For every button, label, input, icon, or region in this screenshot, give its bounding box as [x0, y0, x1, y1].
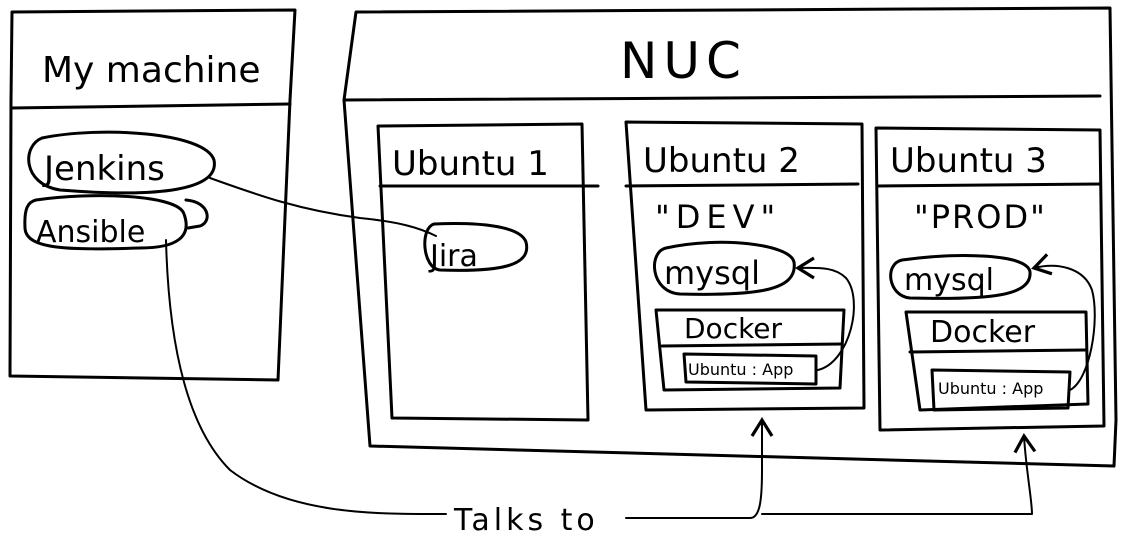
- vm-ubuntu-1: Ubuntu 1: [376, 122, 600, 422]
- ansible-node: Ansible: [23, 194, 209, 251]
- jenkins-node: Jenkins: [27, 130, 216, 195]
- talks-to-dev-arrow: [625, 416, 774, 519]
- vm-title-3: Ubuntu 3: [890, 141, 1047, 181]
- docker-label-dev: Docker: [684, 312, 783, 345]
- docker-label-prod: Docker: [930, 315, 1036, 350]
- dev-app-to-mysql-arrow: [794, 256, 855, 371]
- jenkins-label: Jenkins: [42, 149, 165, 189]
- container-box-prod: Ubuntu : App: [930, 368, 1072, 412]
- talks-to-label: Talks to: [453, 503, 599, 538]
- my-machine-title: My machine: [42, 50, 261, 91]
- container-label-dev: Ubuntu : App: [688, 360, 793, 379]
- vm-ubuntu-3: Ubuntu 3 "PROD": [874, 126, 1106, 432]
- docker-box-prod: Docker: [904, 310, 1090, 412]
- ansible-talks-to-line: [165, 239, 447, 516]
- ansible-label: Ansible: [36, 215, 145, 250]
- mysql-node-prod: mysql: [889, 254, 1032, 300]
- jenkins-to-jira-line: [209, 177, 437, 237]
- jira-label: Jira: [428, 239, 478, 274]
- talks-to-prod-arrow: [761, 432, 1037, 515]
- prod-app-to-mysql-arrow: [1031, 253, 1096, 391]
- jira-node: Jira: [423, 222, 529, 274]
- my-machine-box: My machine: [8, 8, 297, 382]
- nuc-title: NUC: [620, 32, 747, 90]
- vm-env-2: "DEV": [655, 198, 781, 236]
- docker-box-dev: Docker: [654, 308, 846, 392]
- vm-title-1: Ubuntu 1: [392, 144, 549, 184]
- vm-title-2: Ubuntu 2: [643, 141, 800, 181]
- container-box-dev: Ubuntu : App: [682, 352, 818, 386]
- vm-env-3: "PROD": [914, 198, 1047, 236]
- vm-ubuntu-2: Ubuntu 2 "DEV": [624, 120, 866, 412]
- mysql-label-prod: mysql: [904, 263, 994, 298]
- container-label-prod: Ubuntu : App: [938, 379, 1043, 398]
- mysql-node-dev: mysql: [653, 240, 796, 296]
- mysql-label-dev: mysql: [664, 254, 760, 292]
- nuc-box: NUC: [342, 6, 1118, 468]
